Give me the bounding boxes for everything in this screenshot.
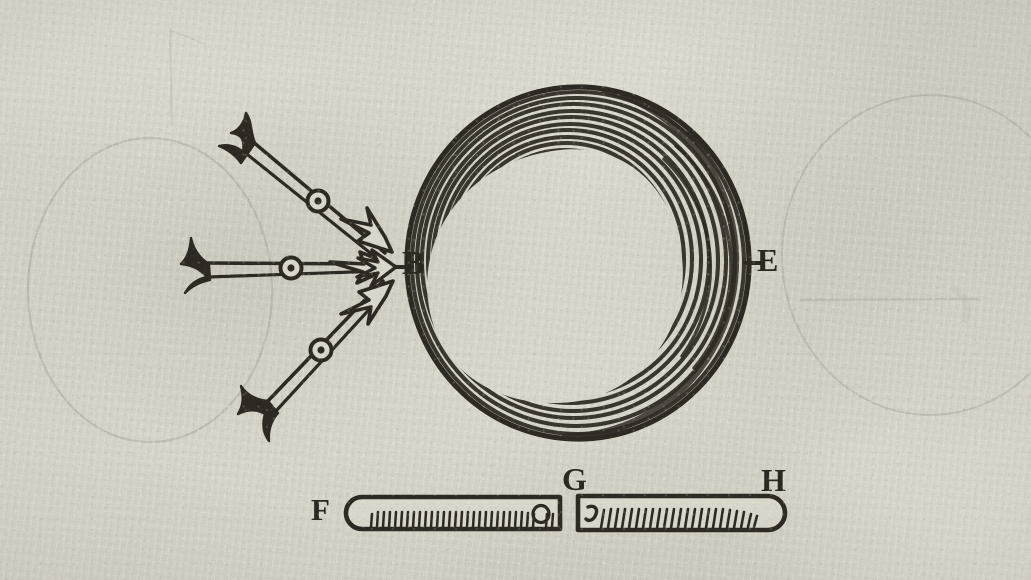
bar-f-g-end-mark: [531, 503, 551, 525]
label-h: H: [761, 462, 786, 498]
verso-rule-top: [169, 27, 173, 127]
label-g: G: [562, 461, 587, 497]
upper-arrow-head: [339, 206, 394, 254]
middle-arrow-node-dot: [287, 264, 295, 272]
middle-arrow-fletching: [179, 236, 212, 295]
bar-f-g-hatching: [369, 510, 555, 529]
label-b: B: [402, 245, 425, 282]
verso-rule-right: [799, 297, 981, 302]
bar-g-h-hatching: [599, 507, 759, 530]
lower-arrow-head: [339, 279, 395, 326]
verso-circle-left: [26, 136, 274, 444]
lower-arrow-fletching: [236, 384, 280, 443]
bar-f-g-group: [343, 494, 563, 532]
upper-arrow: [217, 111, 394, 262]
verso-circle-right: [781, 94, 1031, 416]
upper-arrow-node-dot: [314, 197, 322, 205]
lower-arrow: [236, 279, 395, 443]
label-f: F: [311, 492, 330, 527]
arrow-convergence-star: [355, 248, 398, 288]
sphere-rim-heavy: [561, 86, 740, 441]
lower-arrow-node-dot: [317, 346, 325, 354]
upper-arrow-fletching: [217, 111, 257, 165]
bar-g-h-start-mark: [584, 504, 599, 523]
bar-g-h-group: [575, 493, 788, 533]
verso-rule-top2: [169, 29, 206, 45]
bar-f-g-outline: [343, 494, 563, 532]
label-e: E: [757, 242, 779, 278]
verso-smudge-right: [951, 286, 971, 324]
